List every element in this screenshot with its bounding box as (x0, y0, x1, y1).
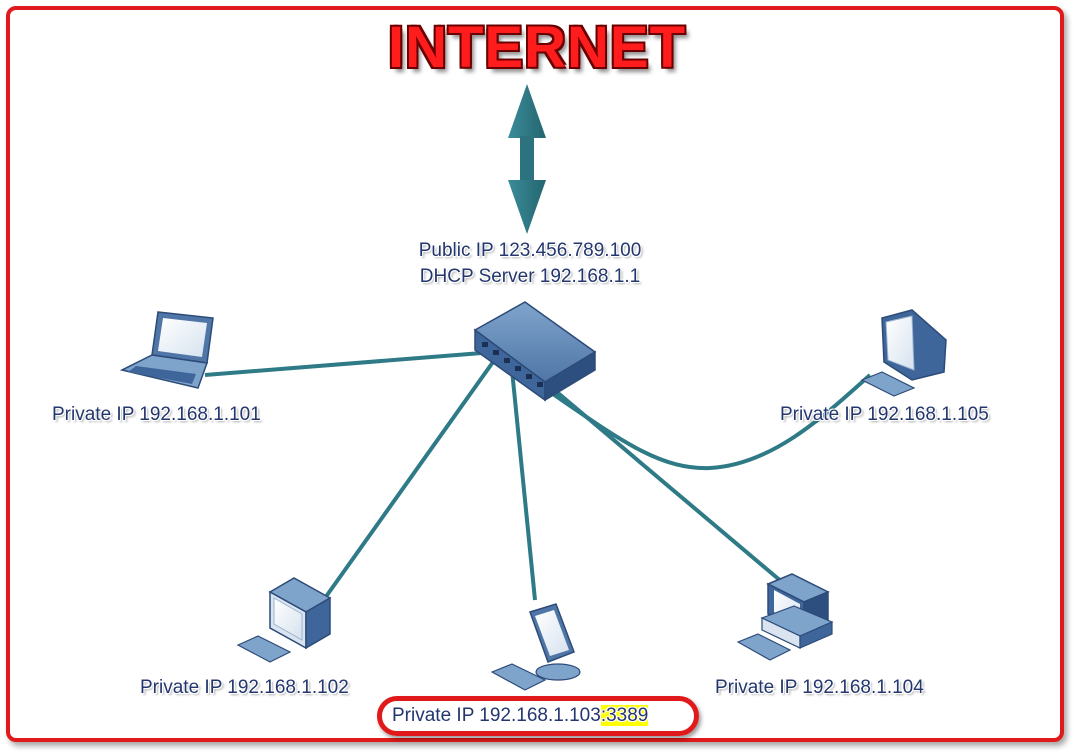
crt-monitor-icon (860, 309, 947, 397)
network-links (204, 351, 872, 601)
router-dhcp-label: DHCP Server 192.168.1.1 (419, 266, 641, 287)
router-public-ip-label: Public IP 123.456.789.100 (418, 240, 642, 261)
workstation-icon (736, 573, 834, 661)
laptop-icon (119, 311, 214, 389)
link-host-102 (323, 360, 495, 600)
host-102-label: Private IP 192.168.1.102 (140, 677, 349, 698)
desktop-computer-icon (236, 577, 332, 663)
highlight-callout (377, 696, 699, 736)
internet-title: INTERNET (388, 15, 686, 80)
host-103-ip: Private IP 192.168.1.103 (392, 705, 601, 726)
bidirectional-arrow-icon (508, 84, 546, 234)
link-host-101 (204, 351, 483, 377)
flat-monitor-icon (490, 603, 581, 691)
link-host-103 (510, 369, 537, 601)
host-101-label: Private IP 192.168.1.101 (52, 404, 261, 425)
host-104-label: Private IP 192.168.1.104 (715, 677, 924, 698)
host-103-label: Private IP 192.168.1.103:3389 (392, 705, 649, 727)
host-105-label: Private IP 192.168.1.105 (780, 404, 989, 425)
rdp-port-highlight: :3389 (600, 705, 649, 726)
link-host-105 (548, 373, 872, 471)
router-switch-icon (473, 301, 597, 402)
